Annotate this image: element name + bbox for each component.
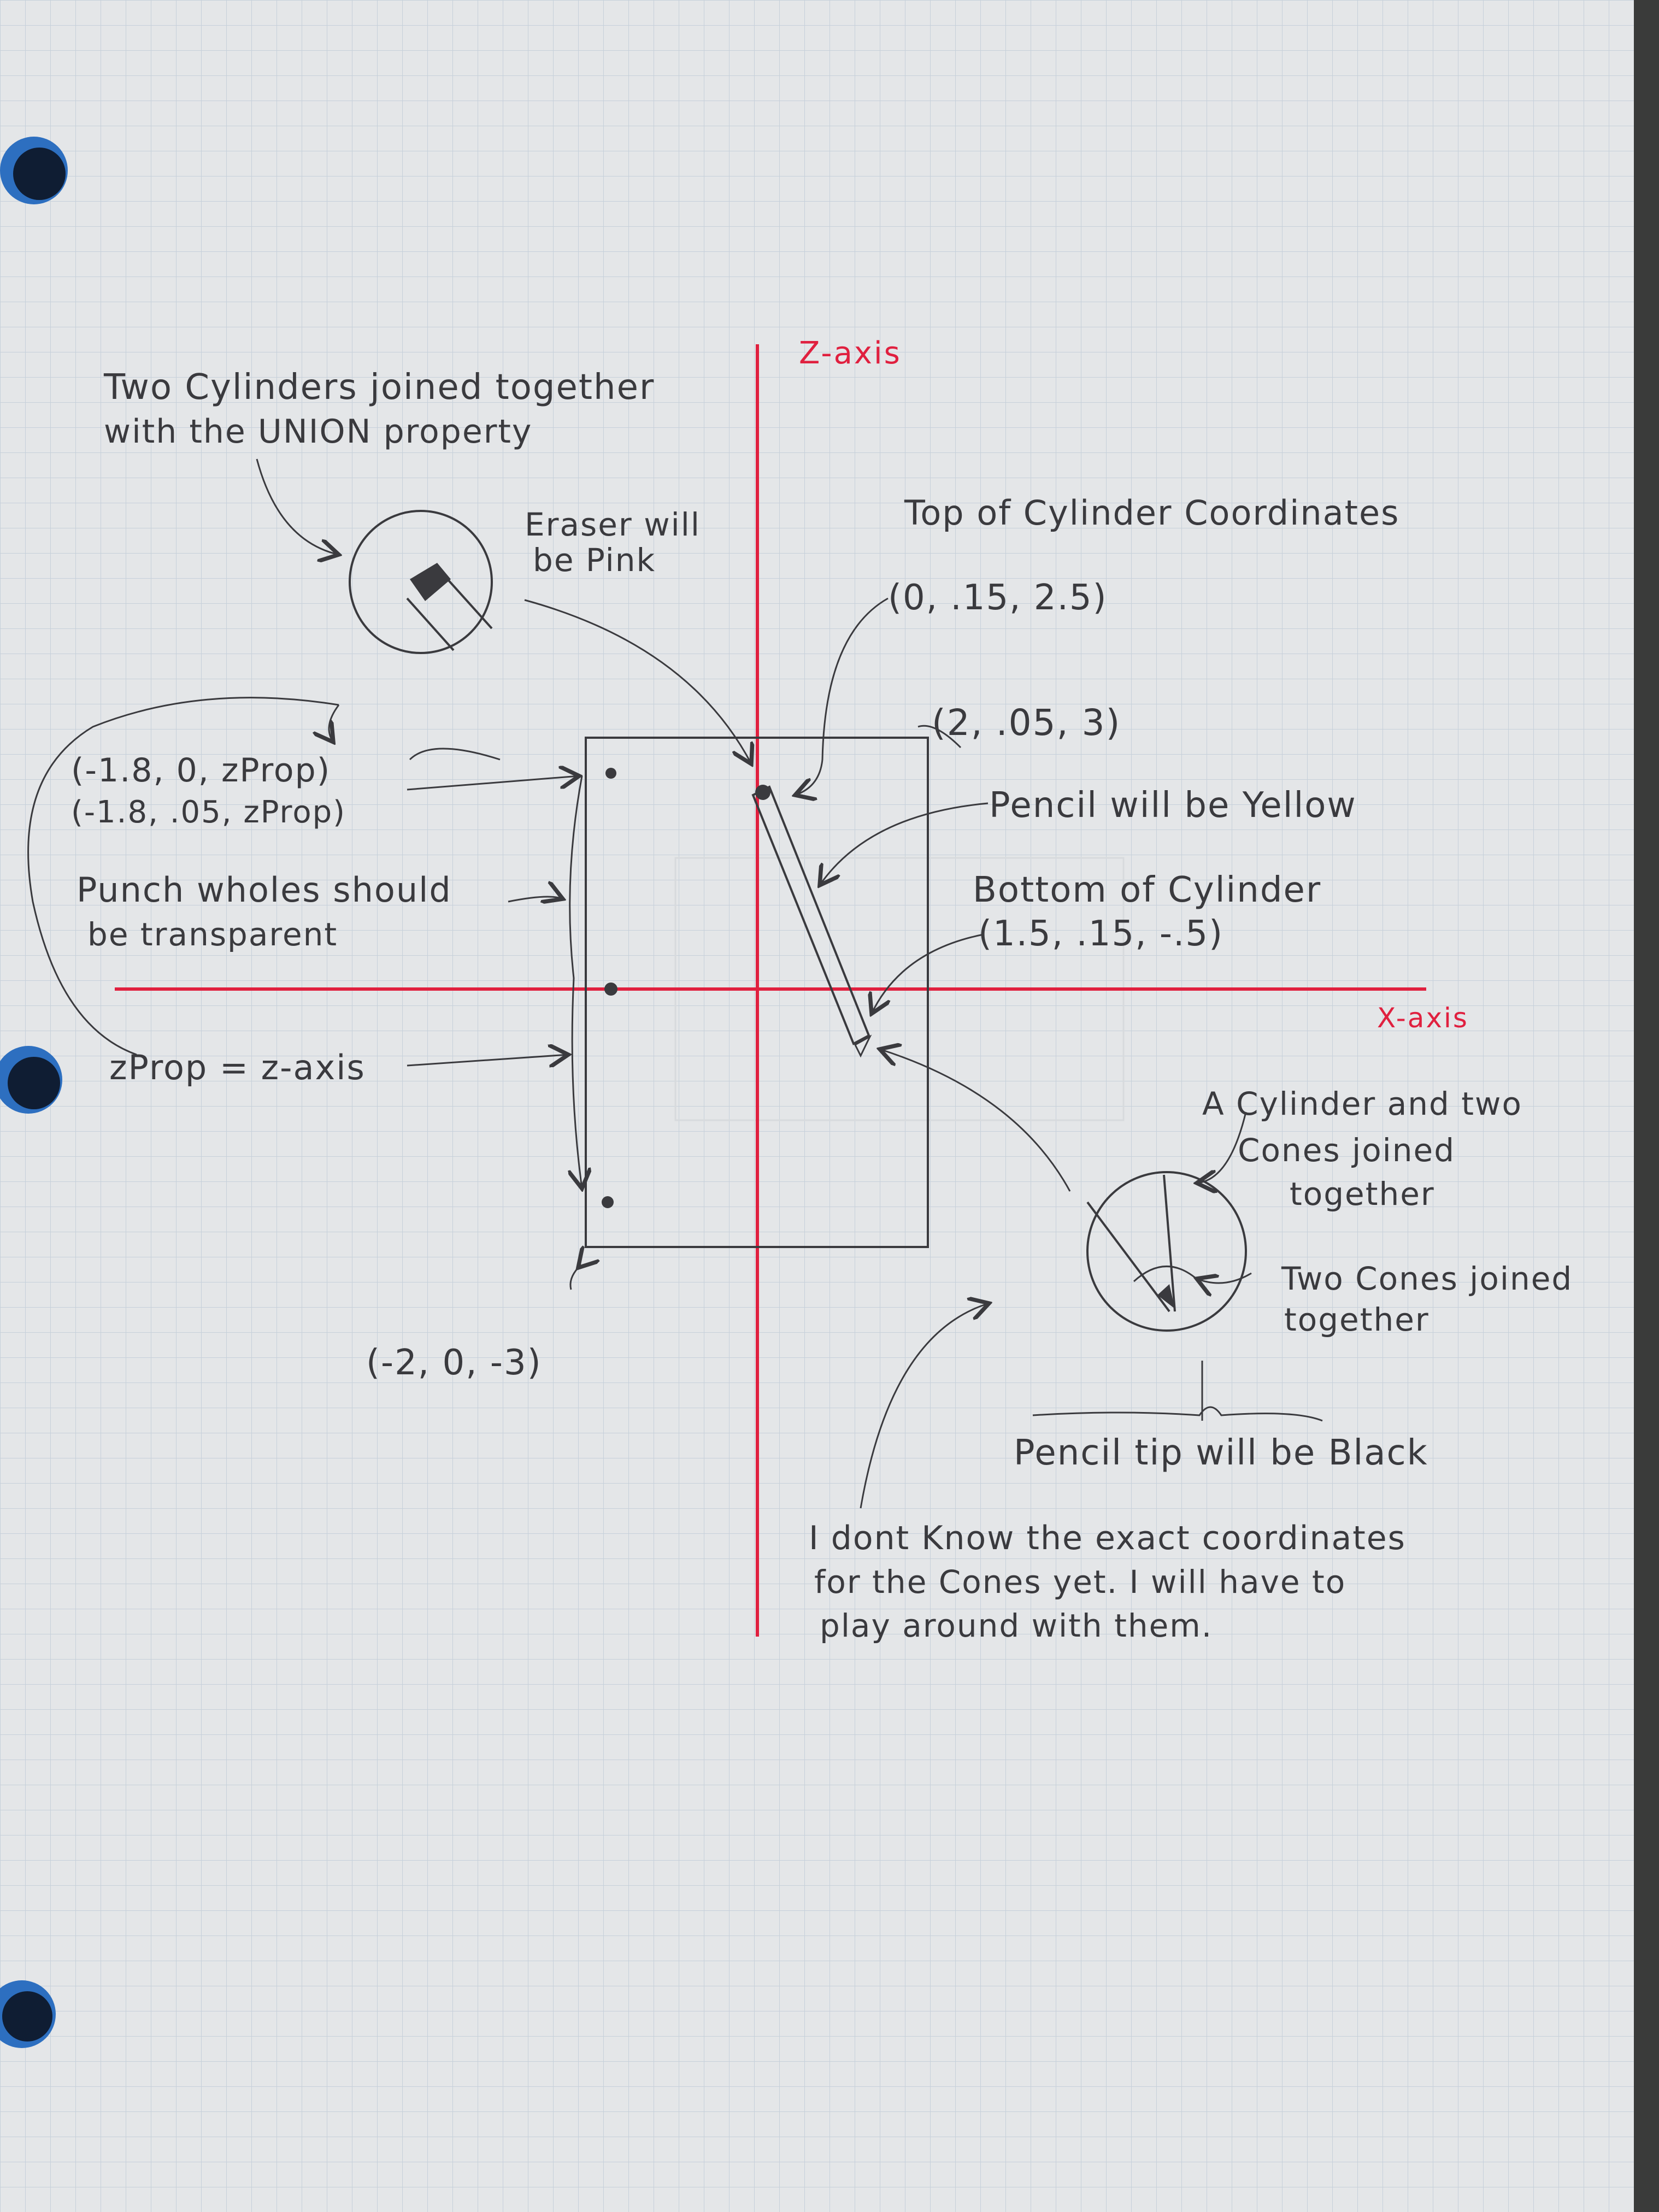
corner-top-right-coord: (2, .05, 3) (932, 702, 1121, 744)
two-cones-line1: Two Cones joined (1281, 1260, 1573, 1297)
cylinder-cones-line3: together (1290, 1175, 1435, 1213)
top-cylinder-coord: (0, .15, 2.5) (888, 578, 1108, 618)
pencil-color-note: Pencil will be Yellow (989, 785, 1357, 826)
bottom-cylinder-title: Bottom of Cylinder (973, 870, 1321, 910)
two-cones-line2: together (1284, 1301, 1429, 1338)
bottom-cylinder-coord: (1.5, .15, -.5) (978, 914, 1223, 954)
binder-holes (0, 137, 68, 2048)
eraser-detail-circle (349, 510, 493, 654)
cones-note-line3: play around with them. (820, 1607, 1213, 1644)
pencil-tip-detail-circle (1086, 1171, 1247, 1332)
tip-color-note: Pencil tip will be Black (1014, 1433, 1428, 1473)
punch-note-line2: be transparent (87, 916, 338, 953)
punch-hole-icon (605, 768, 616, 779)
cones-note-line2: for the Cones yet. I will have to (814, 1563, 1346, 1601)
cones-note-line1: I dont Know the exact coordinates (809, 1519, 1406, 1557)
hole-coord-2: (-1.8, .05, zProp) (71, 795, 346, 830)
cylinder-cones-line1: A Cylinder and two (1202, 1085, 1522, 1122)
eraser-note-line2: be Pink (533, 542, 656, 579)
union-note-line2: with the UNION property (104, 413, 532, 451)
x-axis-label: X-axis (1377, 1002, 1469, 1034)
punch-hole-icon (602, 1196, 614, 1208)
eraser-note-line1: Eraser will (525, 506, 701, 543)
corner-bottom-left-coord: (-2, 0, -3) (366, 1343, 542, 1383)
cylinder-cones-line2: Cones joined (1238, 1132, 1455, 1169)
board-rectangle (585, 737, 929, 1248)
zprop-note: zProp = z-axis (109, 1048, 366, 1087)
union-note-line1: Two Cylinders joined together (103, 367, 655, 408)
punch-note-line1: Punch wholes should (77, 870, 452, 910)
hole-coord-1: (-1.8, 0, zProp) (71, 751, 331, 790)
z-axis-label: Z-axis (799, 336, 902, 371)
pencil-drawing (751, 785, 872, 1058)
top-cylinder-title: Top of Cylinder Coordinates (904, 493, 1399, 533)
punch-hole-icon (604, 983, 617, 996)
